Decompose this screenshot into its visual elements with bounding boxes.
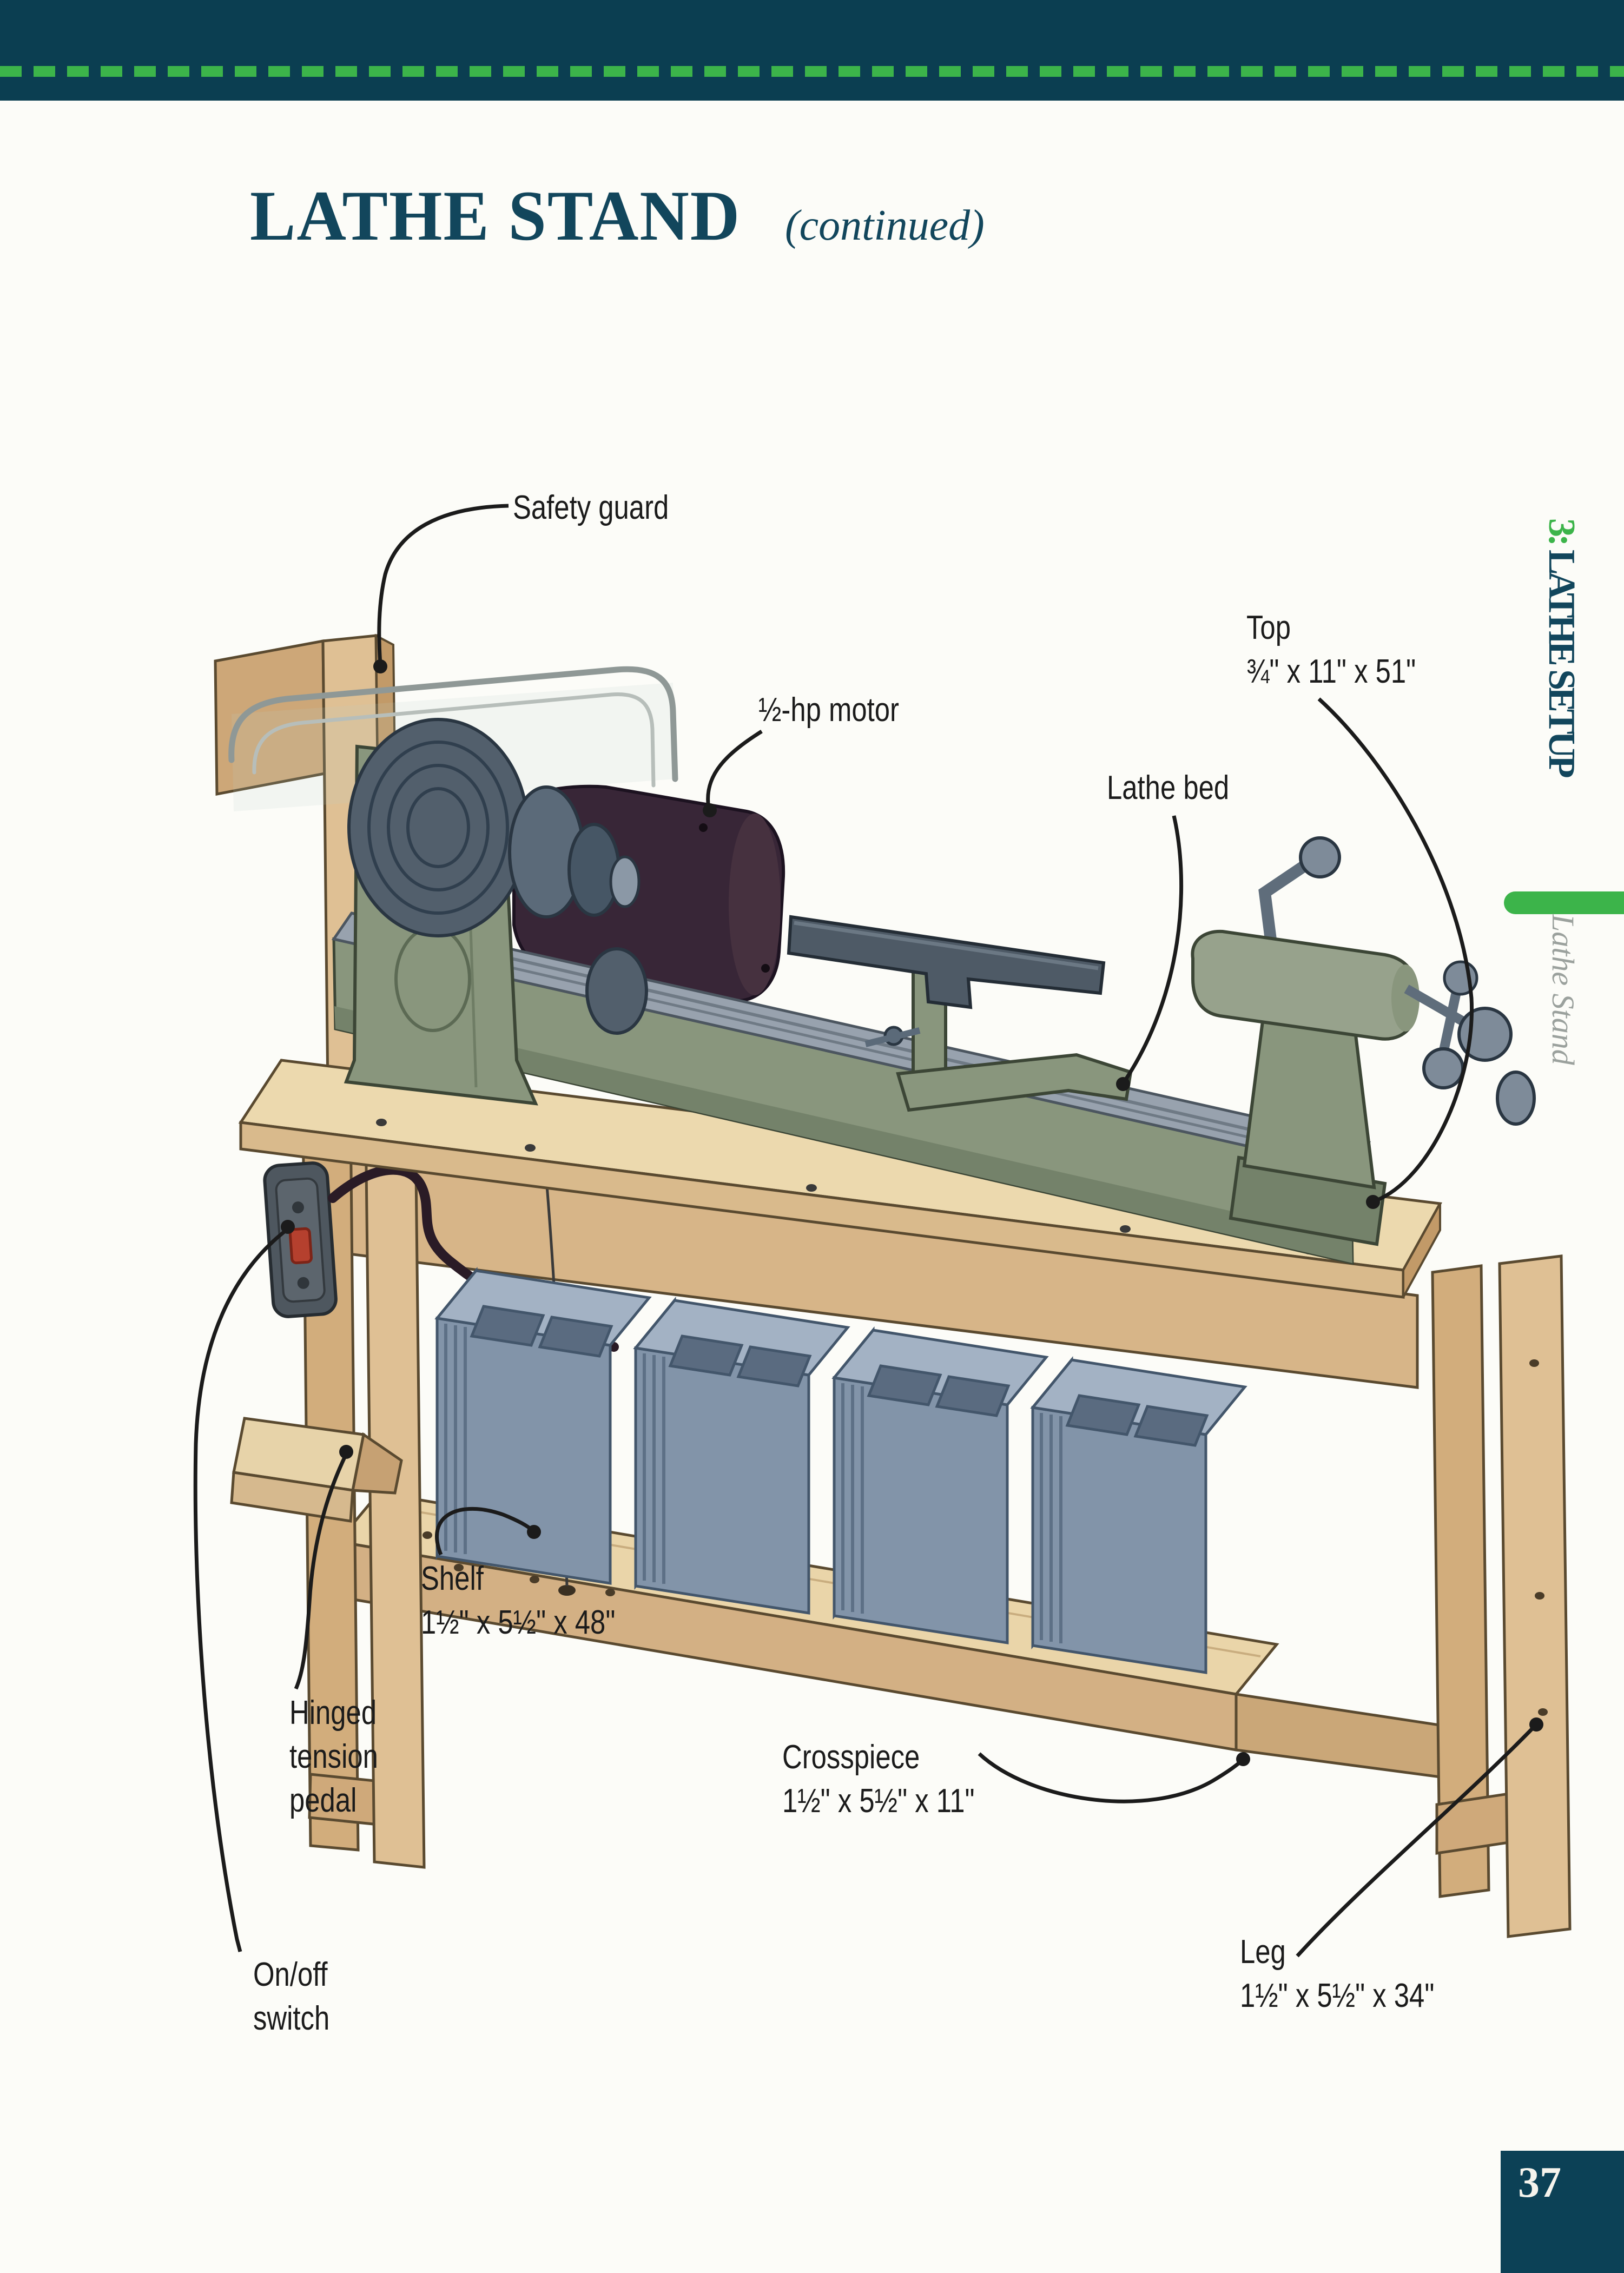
label-line: pedal: [289, 1782, 357, 1819]
label-line: Hinged: [289, 1694, 377, 1732]
hinged-tension-pedal: [230, 1417, 403, 1523]
header-dash-line: [0, 66, 1624, 77]
label-leg: Leg 1½" x 5½" x 34": [1240, 1930, 1434, 2018]
label-motor: ½-hp motor: [758, 688, 899, 732]
label-line: ½-hp motor: [758, 691, 899, 729]
label-line: Top: [1246, 609, 1291, 646]
right-legs: [1431, 1254, 1572, 1938]
sidebar-chapter-title: 3: LATHE SETUP: [1540, 518, 1583, 775]
tailstock: [1191, 836, 1536, 1246]
label-hinged-tension-pedal: Hinged tension pedal: [289, 1691, 378, 1822]
label-dims: 1½" x 5½" x 34": [1240, 1977, 1435, 2014]
tool-rest: [787, 915, 1133, 1112]
label-line: Shelf: [421, 1560, 484, 1597]
label-line: Crosspiece: [782, 1739, 920, 1776]
label-dims: 1½" x 5½" x 48": [421, 1604, 616, 1641]
label-lathe-bed: Lathe bed: [1107, 766, 1229, 810]
label-dims: 1½" x 5½" x 11": [782, 1782, 975, 1820]
label-line: Leg: [1240, 1933, 1286, 1971]
label-top: Top ¾" x 11" x 51": [1246, 606, 1416, 693]
sidebar-chapter-label: LATHE SETUP: [1541, 543, 1582, 775]
pulley-stack: [347, 718, 648, 1035]
on-off-switch: [263, 1161, 338, 1318]
page-title-suffix: (continued): [784, 202, 985, 249]
page-number-block: 37: [1501, 2151, 1624, 2273]
sidebar-chapter-number: 3:: [1541, 518, 1582, 544]
label-line: switch: [253, 2000, 330, 2037]
label-crosspiece: Crosspiece 1½" x 5½" x 11": [782, 1735, 975, 1823]
label-on-off-switch: On/off switch: [253, 1953, 329, 2040]
label-line: Lathe bed: [1107, 769, 1230, 807]
label-shelf: Shelf 1½" x 5½" x 48": [421, 1557, 615, 1644]
label-line: tension: [289, 1738, 378, 1775]
callout-lines: [193, 504, 1543, 1958]
sidebar-green-tab: [1504, 891, 1624, 914]
header-bar: [0, 0, 1624, 101]
page-title: LATHE STAND (continued): [250, 174, 985, 257]
label-line: On/off: [253, 1956, 328, 1993]
sidebar-section-title: Lathe Stand: [1546, 914, 1581, 1065]
cinder-blocks: [434, 1266, 1247, 1674]
label-dims: ¾" x 11" x 51": [1246, 653, 1416, 690]
label-safety-guard: Safety guard: [513, 486, 669, 530]
stand-top: [238, 1059, 1442, 1299]
page-title-text: LATHE STAND: [250, 176, 741, 255]
page-number: 37: [1518, 2159, 1561, 2206]
label-line: Safety guard: [513, 489, 669, 526]
